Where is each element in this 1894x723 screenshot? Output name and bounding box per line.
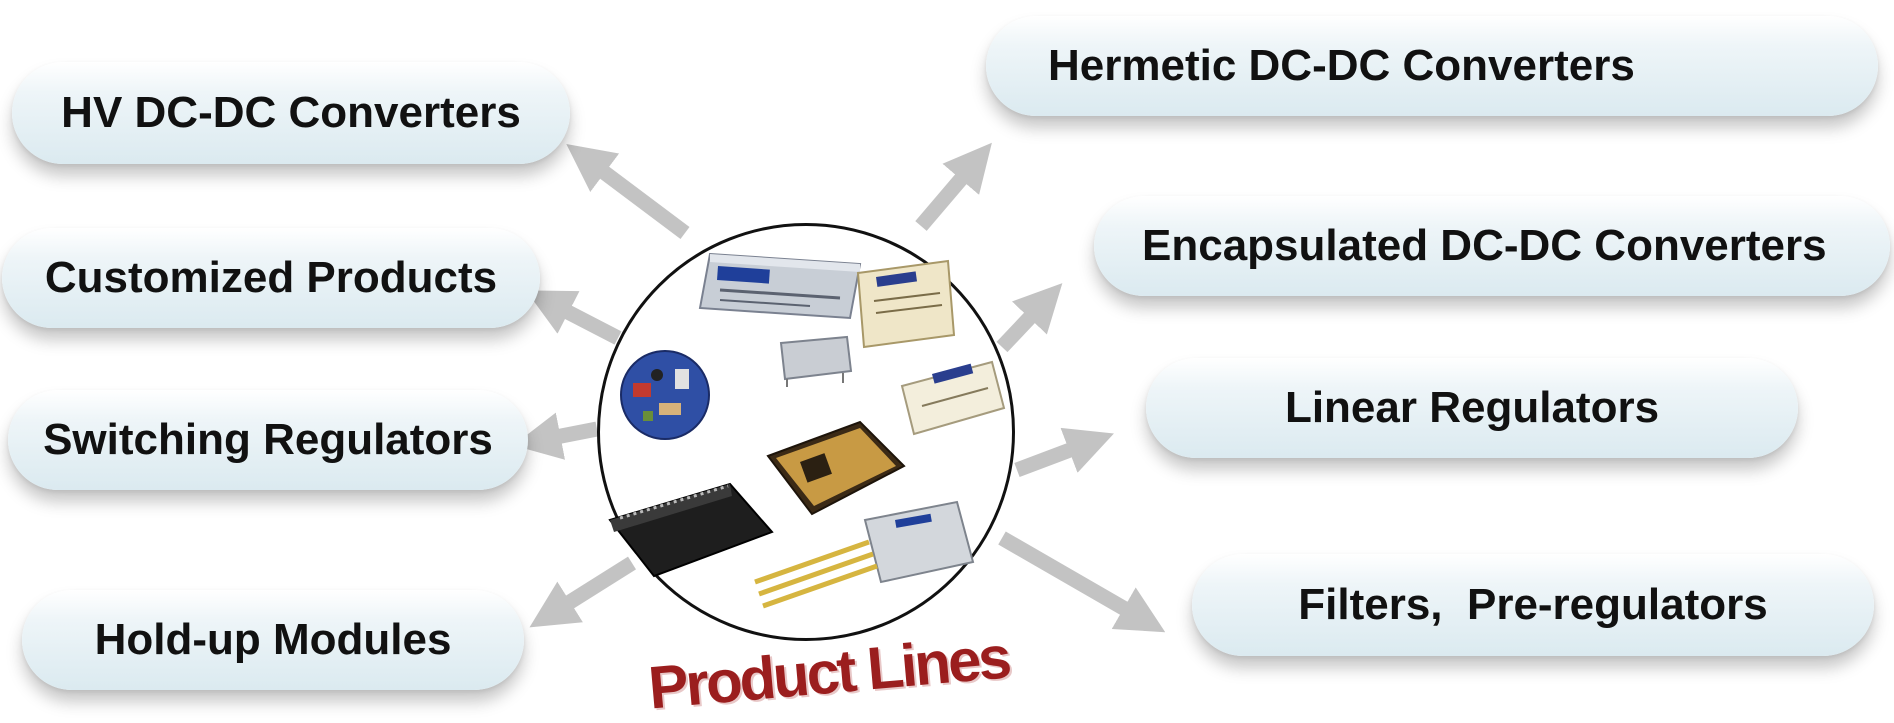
dip-module-image <box>900 360 1006 436</box>
encapsulated-module-image <box>856 259 956 349</box>
arrow-to-filters <box>998 531 1166 633</box>
product-line-filters-label: Filters, Pre-regulators <box>1298 580 1768 629</box>
product-line-hermetic-label: Hermetic DC-DC Converters <box>1048 41 1635 90</box>
arrow-to-hv <box>566 143 690 239</box>
product-line-hv[interactable]: HV DC-DC Converters <box>12 62 570 164</box>
product-line-linear[interactable]: Linear Regulators <box>1146 358 1798 458</box>
product-line-holdup-label: Hold-up Modules <box>94 615 452 664</box>
product-line-hv-label: HV DC-DC Converters <box>61 88 521 137</box>
product-line-switching-label: Switching Regulators <box>43 415 493 464</box>
product-line-holdup[interactable]: Hold-up Modules <box>22 590 524 690</box>
product-line-hermetic[interactable]: Hermetic DC-DC Converters <box>986 16 1878 116</box>
arrow-to-holdup <box>529 556 636 628</box>
gold-module-image <box>766 420 906 516</box>
arrow-to-linear <box>1014 427 1114 478</box>
arrow-to-hermetic <box>915 142 992 231</box>
dc-dc-module-image <box>698 252 862 320</box>
product-line-customized[interactable]: Customized Products <box>2 228 540 328</box>
product-line-switching[interactable]: Switching Regulators <box>8 390 528 490</box>
circuit-board-image <box>620 350 710 440</box>
arrow-to-switching <box>513 412 599 460</box>
product-line-filters[interactable]: Filters, Pre-regulators <box>1192 554 1874 656</box>
to-package-image <box>754 500 975 609</box>
product-line-encapsulated-label: Encapsulated DC-DC Converters <box>1142 221 1827 270</box>
dip-package-image <box>608 482 774 578</box>
small-module-image <box>779 335 853 387</box>
product-line-customized-label: Customized Products <box>44 253 498 302</box>
arrow-to-customized <box>525 290 622 345</box>
product-line-encapsulated[interactable]: Encapsulated DC-DC Converters <box>1094 196 1890 296</box>
product-line-linear-label: Linear Regulators <box>1284 383 1660 432</box>
arrow-to-encapsulated <box>996 283 1063 353</box>
